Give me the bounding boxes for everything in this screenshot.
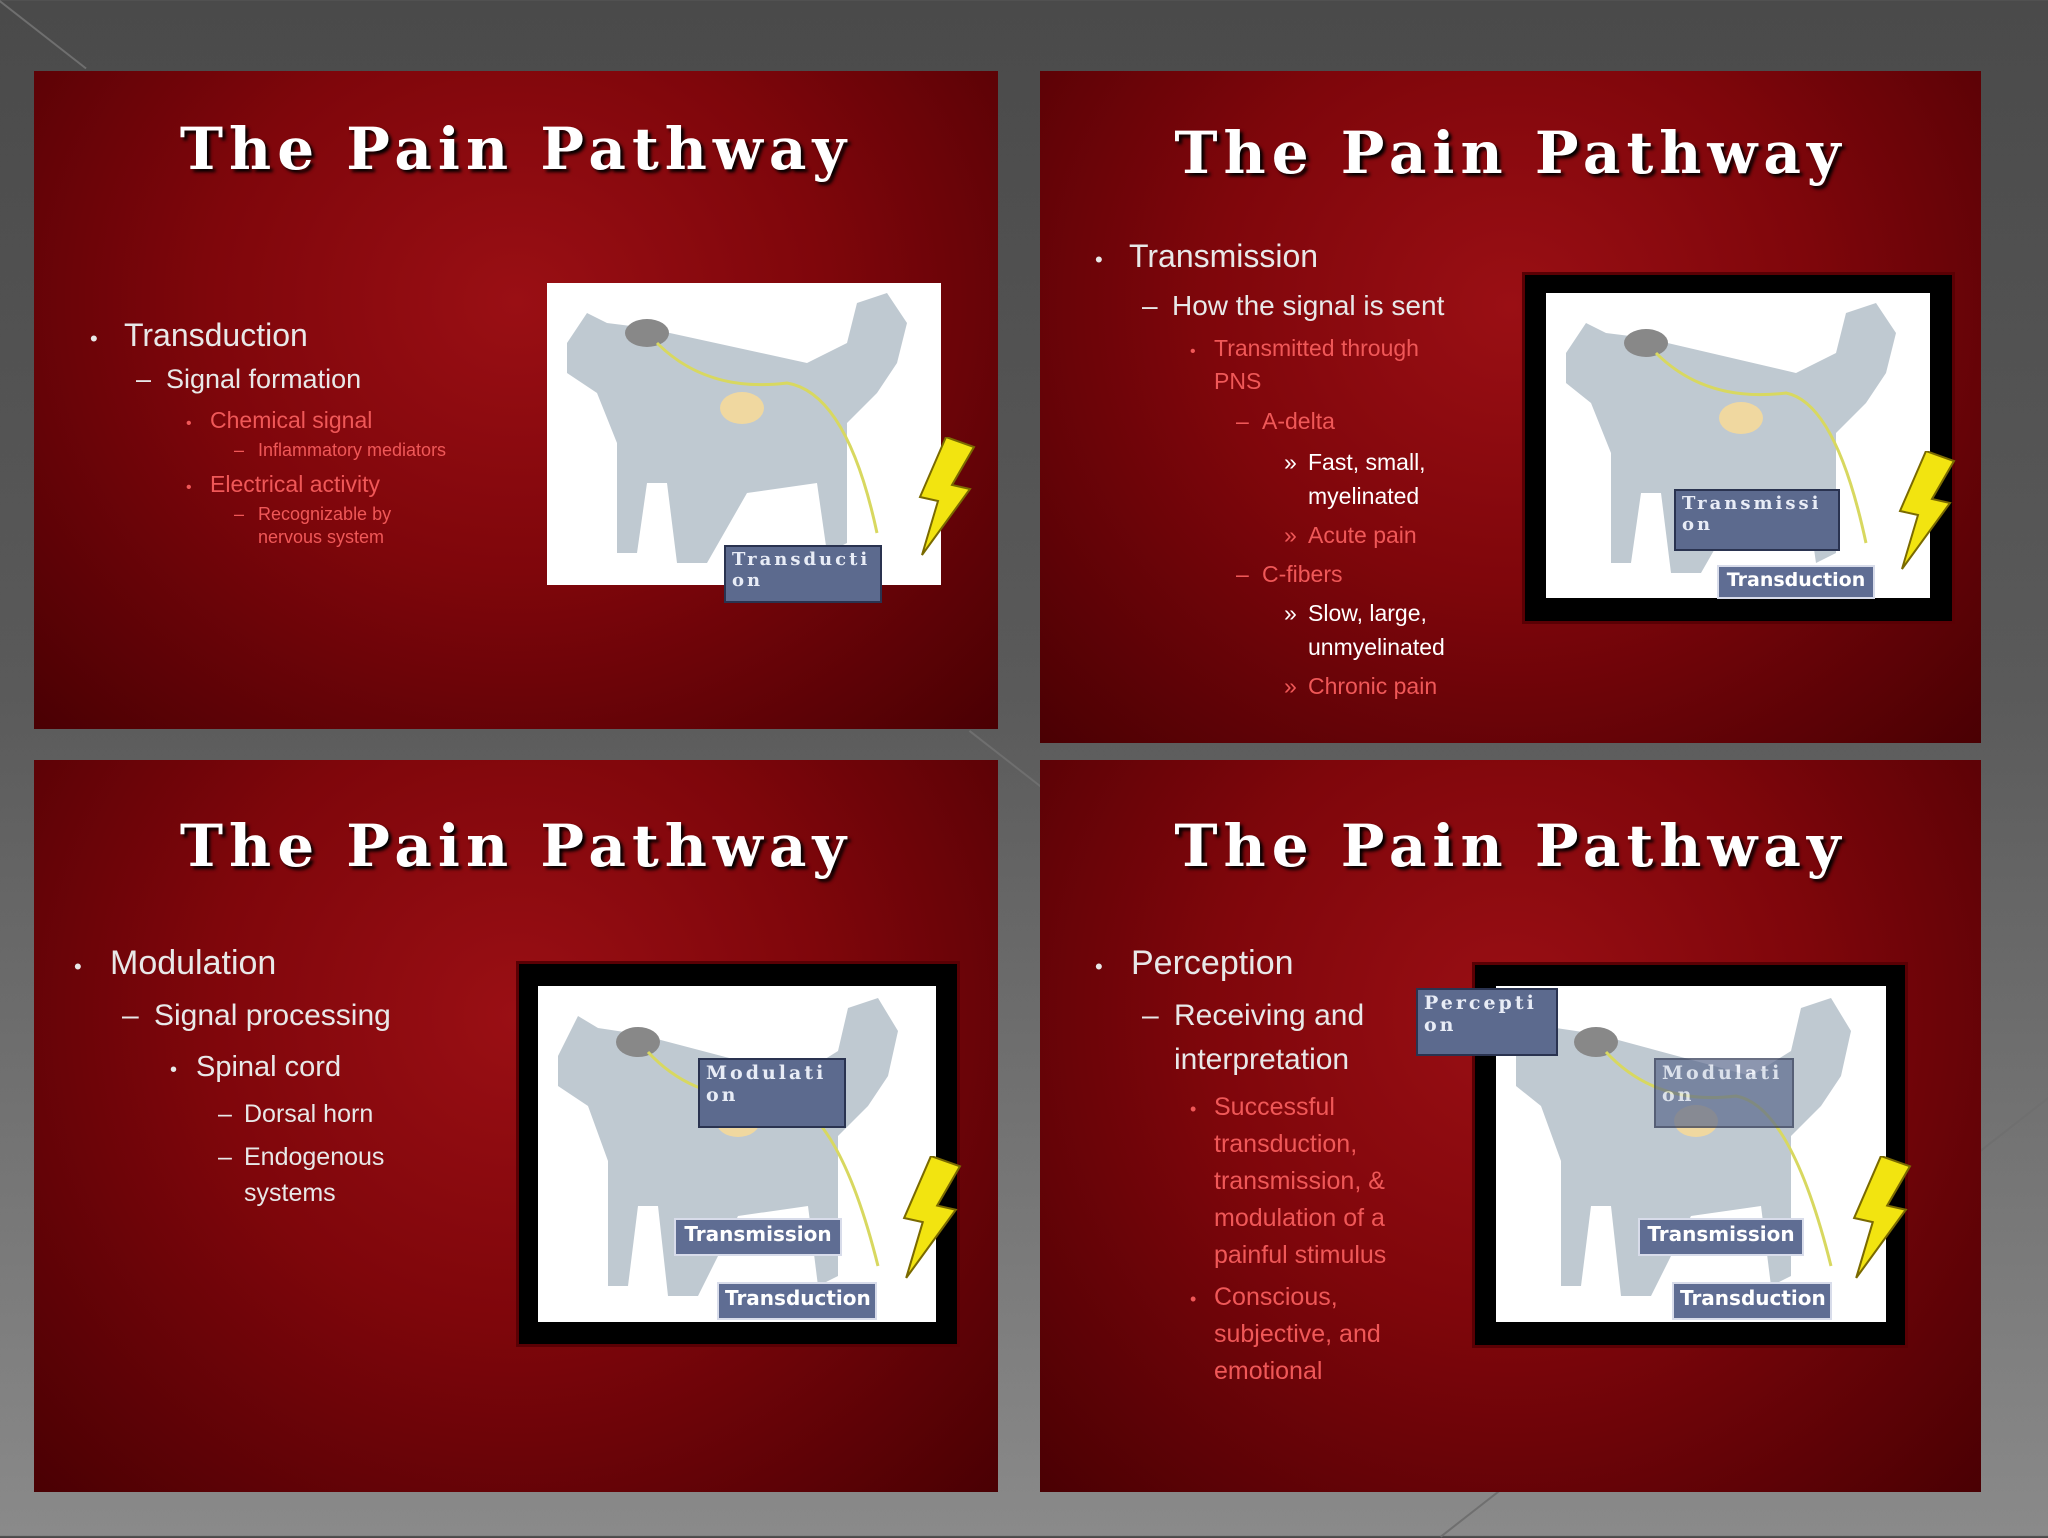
bullet-level-3: transduction, xyxy=(1214,1130,1358,1158)
dog-illustration xyxy=(538,986,936,1322)
bullet-level-3: modulation of a xyxy=(1214,1204,1385,1232)
dog-silhouette-graphic xyxy=(558,998,898,1296)
transmission-label: Transmission xyxy=(1638,1218,1804,1256)
slide-title: The Pain Pathway xyxy=(179,115,853,183)
lightning-bolt-icon xyxy=(902,1156,962,1279)
bullet-level-2: interpretation xyxy=(1174,1043,1350,1076)
background-diagonal-line xyxy=(1980,1094,2048,1152)
dog-silhouette-graphic xyxy=(567,293,907,563)
dog-illustration xyxy=(1546,293,1930,598)
bullet-level-4: –Inflammatory mediators xyxy=(234,440,447,460)
slide-title: The Pain Pathway xyxy=(1174,812,1847,880)
transduction-label: Transduction xyxy=(1717,565,1875,599)
lightning-bolt-icon xyxy=(1852,1156,1912,1279)
bullet-level-4: –Recognizable by xyxy=(234,504,392,524)
bullet-level-3: subjective, and xyxy=(1214,1320,1381,1348)
dog-illustration xyxy=(547,283,941,585)
slide-transduction[interactable]: The Pain Pathway •Transduction –Signal f… xyxy=(34,71,998,729)
bullet-level-1: •Transmission xyxy=(1095,238,1319,274)
bullet-level-3: •Spinal cord xyxy=(170,1051,342,1083)
bullet-level-2: –Receiving and xyxy=(1142,999,1365,1032)
transduction-label: Transduction xyxy=(724,545,882,603)
bullet-level-1: •Perception xyxy=(1095,944,1294,982)
bullet-level-4: –A-delta xyxy=(1236,408,1335,434)
slide-title: The Pain Pathway xyxy=(179,812,853,880)
bullet-level-3: •Successful xyxy=(1190,1093,1335,1121)
bullet-level-1: •Transduction xyxy=(90,317,308,353)
bullet-level-2: –Signal formation xyxy=(136,364,362,394)
lightning-bolt-icon xyxy=(1898,451,1956,570)
bullet-level-5: »Chronic pain xyxy=(1284,673,1438,699)
bullet-level-5: »Slow, large, xyxy=(1284,600,1427,626)
bullet-level-5: myelinated xyxy=(1308,483,1420,509)
transduction-label: Transduction xyxy=(717,1282,877,1320)
modulation-label: Modulation xyxy=(1654,1058,1794,1128)
bullet-level-1: •Modulation xyxy=(74,944,277,982)
perception-label: Perception xyxy=(1416,988,1558,1056)
bullet-level-2: –How the signal is sent xyxy=(1142,290,1445,321)
bullet-level-5: »Fast, small, xyxy=(1284,449,1426,475)
transduction-label: Transduction xyxy=(1672,1282,1832,1320)
bullet-level-3: emotional xyxy=(1214,1357,1323,1385)
lightning-bolt-icon xyxy=(918,437,976,556)
bullet-level-3: •Electrical activity xyxy=(186,471,380,497)
bullet-level-3: PNS xyxy=(1214,368,1262,394)
modulation-label: Modulation xyxy=(698,1058,846,1128)
bullet-level-4: –C-fibers xyxy=(1236,561,1343,587)
slide-perception[interactable]: The Pain Pathway •Perception –Receiving … xyxy=(1040,760,1981,1492)
bullet-level-3: painful stimulus xyxy=(1214,1241,1387,1269)
bullet-level-3: transmission, & xyxy=(1214,1167,1385,1195)
bullet-level-4: –Dorsal horn xyxy=(218,1100,374,1128)
slide-title: The Pain Pathway xyxy=(1174,119,1847,187)
bullet-level-5: »Acute pain xyxy=(1284,522,1417,548)
background-diagonal-line xyxy=(0,0,87,70)
bullet-level-2: –Signal processing xyxy=(122,999,391,1032)
bullet-level-4: –Endogenous xyxy=(218,1143,385,1171)
slide-transmission[interactable]: The Pain Pathway •Transmission –How the … xyxy=(1040,71,1981,743)
bullet-level-3: •Transmitted through xyxy=(1190,335,1419,361)
transmission-label: Transmission xyxy=(1674,489,1840,551)
dog-silhouette-graphic xyxy=(1566,303,1896,573)
bullet-level-3: •Chemical signal xyxy=(186,407,373,433)
bullet-level-3: •Conscious, xyxy=(1190,1283,1338,1311)
bullet-level-4: nervous system xyxy=(258,527,385,547)
transmission-label: Transmission xyxy=(674,1218,842,1256)
slide-modulation[interactable]: The Pain Pathway •Modulation –Signal pro… xyxy=(34,760,998,1492)
bullet-level-4: systems xyxy=(244,1179,336,1207)
bullet-level-5: unmyelinated xyxy=(1308,634,1445,660)
